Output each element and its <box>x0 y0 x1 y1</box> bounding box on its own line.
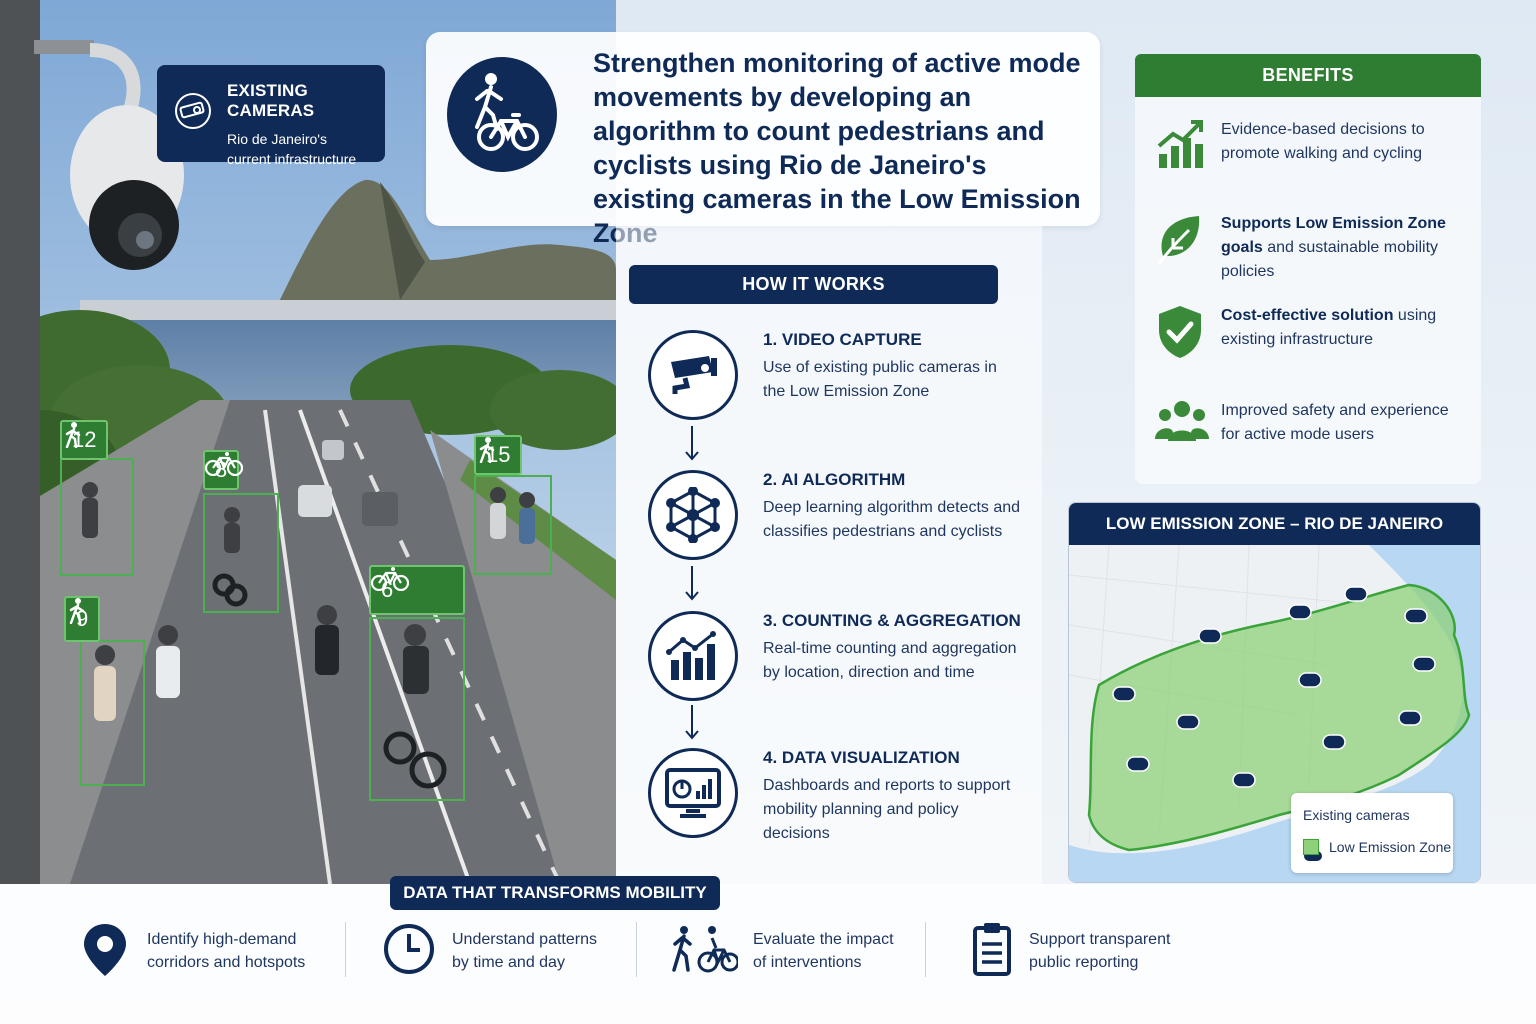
divider <box>636 922 637 977</box>
detection-box-cyclist <box>203 493 279 613</box>
bottom-line1: Evaluate the impact <box>753 931 894 948</box>
step-description: Dashboards and reports to support mobili… <box>763 777 1011 842</box>
legend-zone: Low Emission Zone <box>1329 839 1452 855</box>
leaf-icon <box>1157 216 1200 265</box>
shield-check-icon <box>1159 306 1201 358</box>
detection-tag-pedestrian: 15 <box>474 435 523 475</box>
pedestrian-icon <box>65 422 81 448</box>
arrow-down-icon <box>685 426 699 461</box>
existing-cameras-title: EXISTING CAMERAS <box>227 81 315 120</box>
benefit-text: Cost-effective solution using existing i… <box>1221 307 1437 348</box>
benefit-text: Evidence-based decisions to promote walk… <box>1221 121 1425 162</box>
detection-tag-cyclist: 8 <box>203 450 243 490</box>
pedestrian-icon <box>479 437 495 463</box>
benefit-text: Improved safety and experience for activ… <box>1221 402 1449 443</box>
detection-tag-pedestrian: 9 <box>64 596 101 642</box>
step-description: Use of existing public cameras in the Lo… <box>763 359 997 400</box>
detection-box-pedestrian <box>474 475 552 575</box>
benefit-item: Supports Low Emission Zone goals and sus… <box>1155 212 1446 280</box>
title-card: Strengthen monitoring of active mode mov… <box>426 32 1100 248</box>
clock-icon <box>384 924 434 974</box>
step-title: 2. AI ALGORITHM <box>763 470 906 489</box>
zone-swatch <box>1303 839 1319 855</box>
step-title: 3. COUNTING & AGGREGATION <box>763 611 1021 630</box>
bottom-line2: corridors and hotspots <box>147 954 306 971</box>
bottom-line1: Understand patterns <box>452 931 597 948</box>
pedestrian-cyclist-icon <box>672 926 738 973</box>
people-group-icon <box>1155 401 1209 441</box>
benefit-item: Cost-effective solution using existing i… <box>1155 304 1436 365</box>
dashboard-monitor-icon <box>648 748 738 838</box>
benefit-item: Improved safety and experience for activ… <box>1155 399 1449 448</box>
page-title: Strengthen monitoring of active mode mov… <box>593 48 1081 248</box>
detection-tag-cyclist: 6 <box>369 565 465 615</box>
detection-count: 9 <box>76 606 89 631</box>
legend-cameras: Existing cameras <box>1303 807 1410 823</box>
step-title: 4. DATA VISUALIZATION <box>763 748 960 767</box>
benefit-item: Evidence-based decisions to promote walk… <box>1155 118 1425 175</box>
detection-box-cyclist <box>369 617 465 801</box>
benefit-text: Supports Low Emission Zone goals and sus… <box>1221 215 1446 280</box>
arrow-down-icon <box>685 566 699 601</box>
how-it-works-heading: HOW IT WORKS <box>629 265 998 304</box>
detection-box-pedestrian <box>60 458 134 576</box>
growth-chart-icon <box>1157 120 1203 168</box>
bicycle-icon <box>205 452 243 476</box>
arrow-down-icon <box>685 705 699 740</box>
bar-chart-icon <box>648 611 738 701</box>
step-description: Real-time counting and aggregation by lo… <box>763 640 1017 681</box>
cctv-camera-icon <box>175 93 211 129</box>
step-title: 1. VIDEO CAPTURE <box>763 330 922 349</box>
bottom-line2: by time and day <box>452 954 565 971</box>
benefits-heading: BENEFITS <box>1135 54 1481 97</box>
bottom-line2: of interventions <box>753 954 862 971</box>
camera-markers <box>1112 586 1436 788</box>
bottom-line2: public reporting <box>1029 954 1139 971</box>
clipboard-icon <box>973 923 1011 976</box>
pedestrian-icon <box>69 598 85 624</box>
detection-box-pedestrian <box>80 640 145 786</box>
low-emission-zone-map: LOW EMISSION ZONE – RIO DE JANEIRO Exist… <box>1068 502 1481 883</box>
location-pin-icon <box>84 924 126 976</box>
map-legend: Existing cameras Low Emission Zone <box>1291 793 1453 873</box>
step-description: Deep learning algorithm detects and clas… <box>763 499 1021 540</box>
divider <box>345 922 346 977</box>
map-title: LOW EMISSION ZONE – RIO DE JANEIRO <box>1069 503 1480 545</box>
divider <box>925 922 926 977</box>
detection-tag-pedestrian: 12 <box>60 420 109 460</box>
cctv-camera-icon <box>648 330 738 420</box>
bicycle-icon <box>371 567 409 591</box>
neural-network-icon <box>648 470 738 560</box>
pedestrian-cyclist-icon <box>447 57 557 172</box>
bottom-line1: Support transparent <box>1029 931 1171 948</box>
existing-cameras-callout: EXISTING CAMERAS Rio de Janeiro's curren… <box>157 65 385 167</box>
bottom-strip <box>0 884 1536 1024</box>
bottom-line1: Identify high-demand <box>147 931 297 948</box>
existing-cameras-subtitle: Rio de Janeiro's current infrastructure <box>227 131 357 167</box>
bottom-heading: DATA THAT TRANSFORMS MOBILITY <box>390 876 720 910</box>
benefits-panel <box>1135 54 1481 484</box>
